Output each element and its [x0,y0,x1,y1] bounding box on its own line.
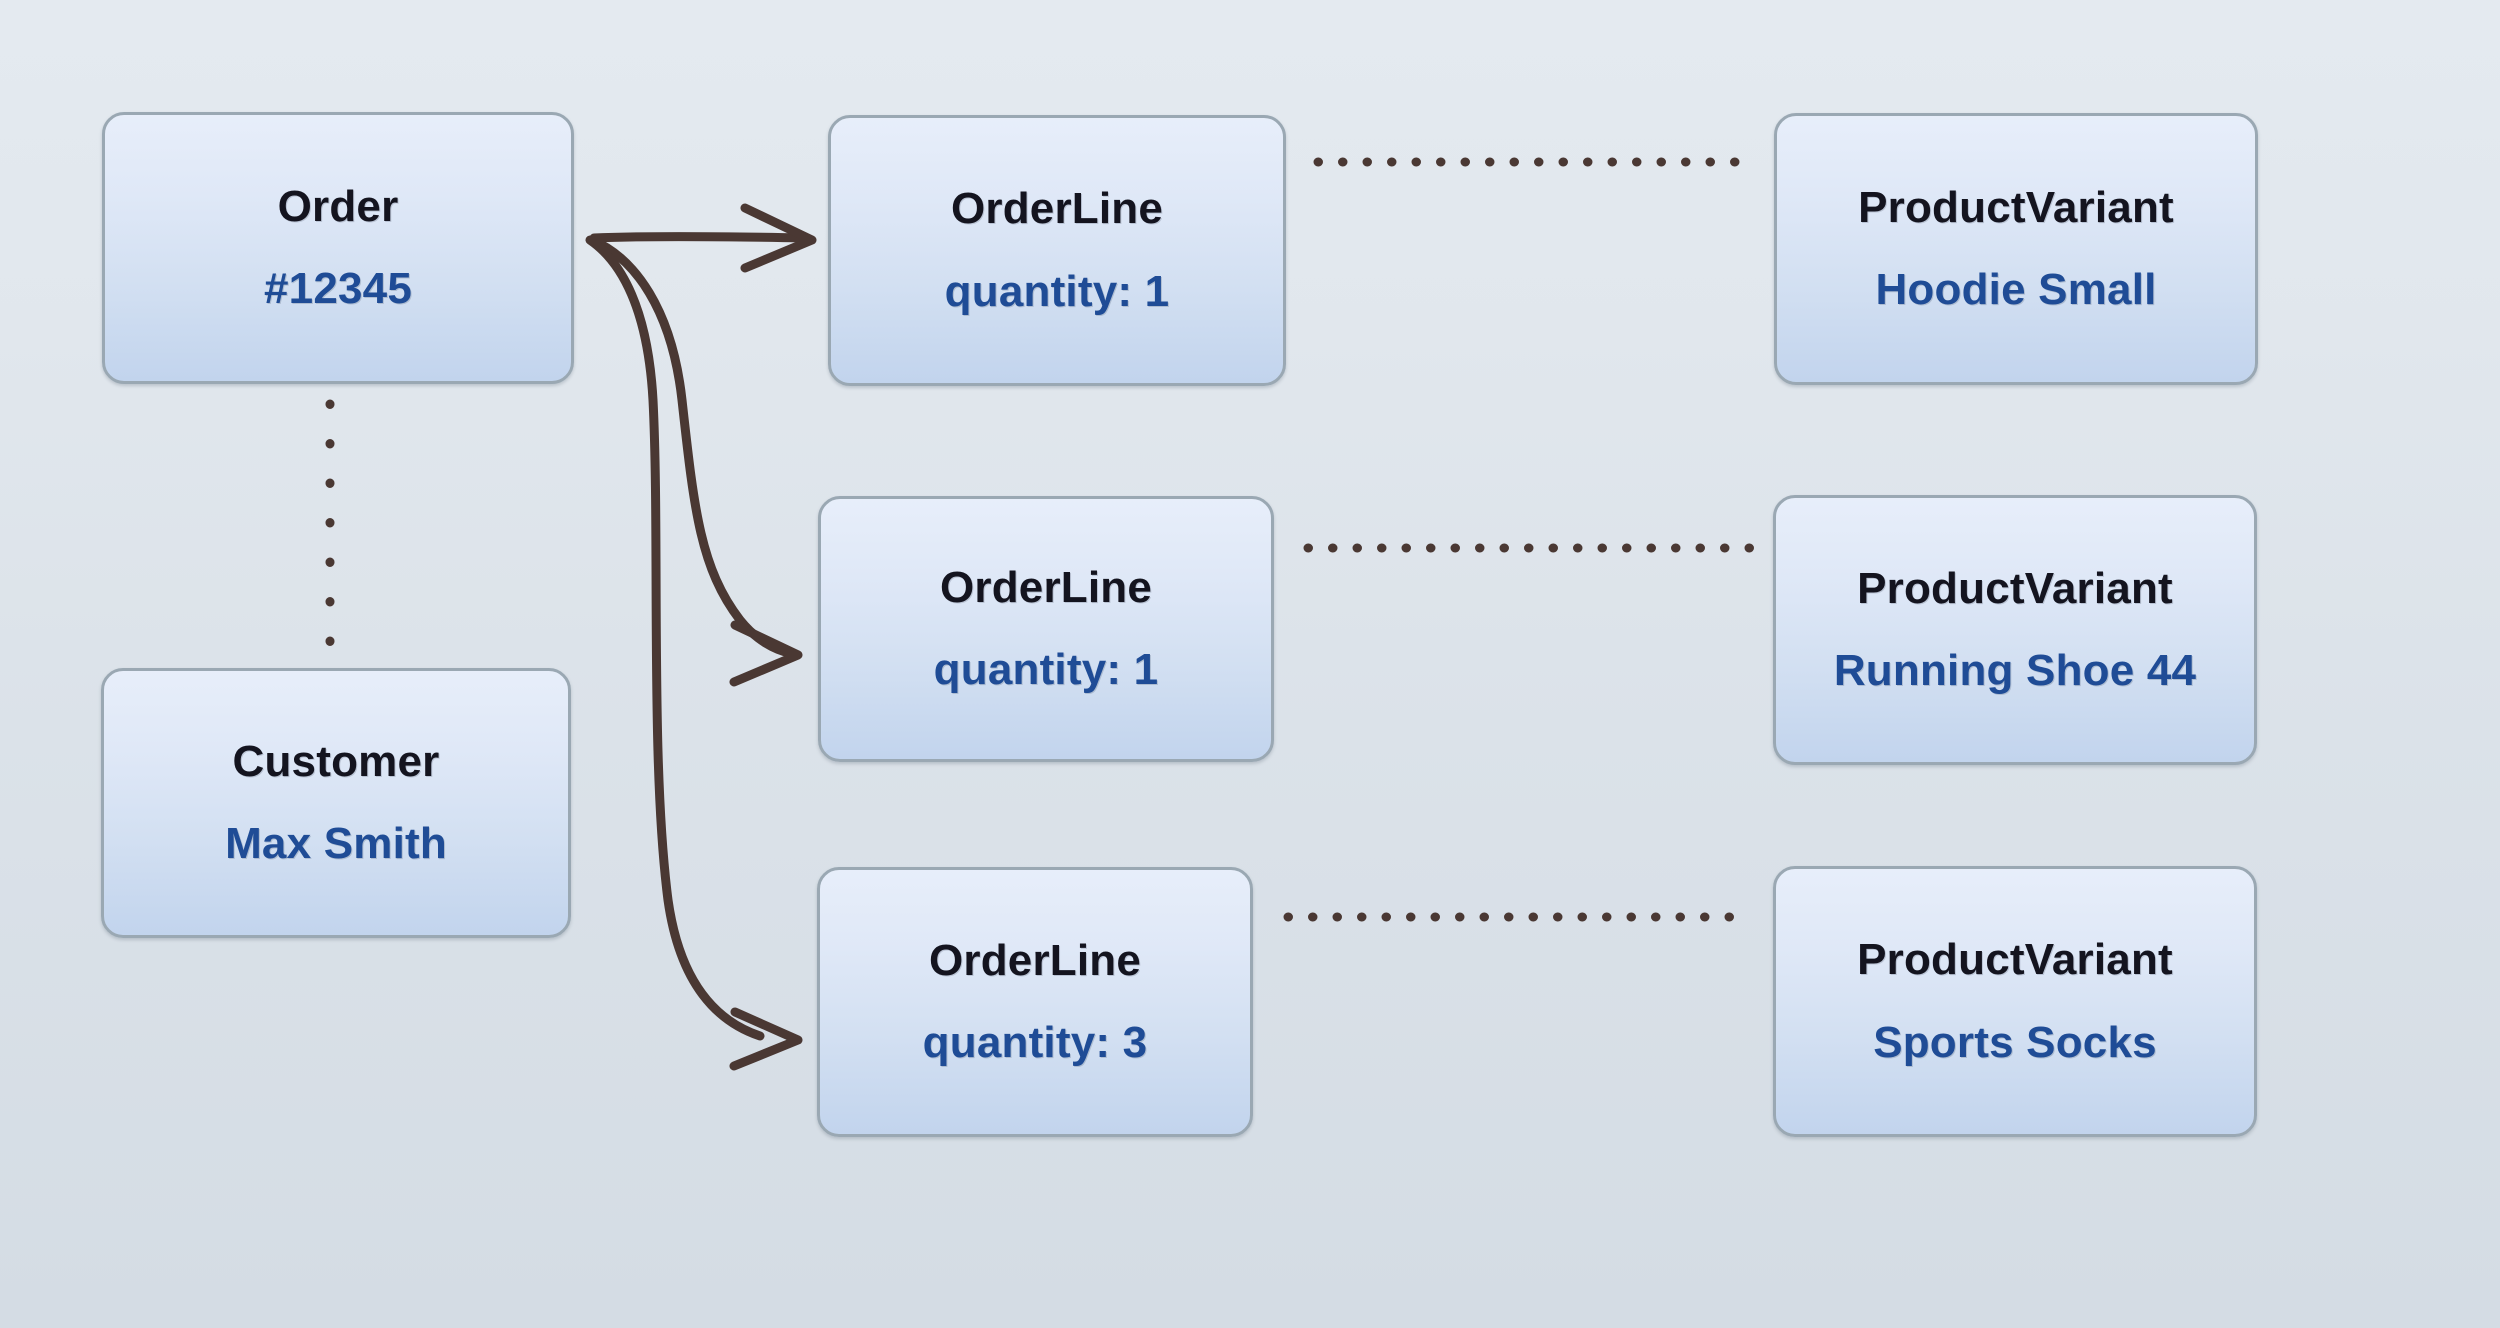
node-order-title: Order [277,181,399,231]
node-orderline-0-title: OrderLine [950,184,1164,234]
node-productvariant-2-title: ProductVariant [1857,935,2173,985]
node-productvariant-1-subtitle: Running Shoe 44 [1833,646,2197,695]
node-productvariant-0[interactable]: ProductVariant Hoodie Small [1774,113,2258,385]
node-order-subtitle: #12345 [263,264,413,313]
node-productvariant-2[interactable]: ProductVariant Sports Socks [1773,866,2257,1137]
node-productvariant-1-title: ProductVariant [1857,563,2173,613]
node-orderline-1-subtitle: quantity: 1 [933,645,1159,694]
node-orderline-0-subtitle: quantity: 1 [944,266,1170,316]
node-customer-subtitle: Max Smith [225,819,447,868]
edge-order-to-orderline-2 [585,235,803,1071]
node-orderline-1-title: OrderLine [939,562,1153,612]
node-productvariant-0-subtitle: Hoodie Small [1875,265,2157,314]
node-productvariant-1[interactable]: ProductVariant Running Shoe 44 [1773,495,2257,765]
edge-order-to-orderline-1 [587,235,803,687]
node-order[interactable]: Order #12345 [102,112,574,384]
node-orderline-2-title: OrderLine [928,935,1142,985]
edge-order-to-orderline-0 [589,203,817,273]
node-productvariant-2-subtitle: Sports Socks [1873,1017,2157,1067]
node-orderline-2[interactable]: OrderLine quantity: 3 [817,867,1253,1137]
node-productvariant-0-title: ProductVariant [1858,182,2174,232]
node-orderline-0[interactable]: OrderLine quantity: 1 [828,115,1286,386]
node-orderline-2-subtitle: quantity: 3 [922,1018,1148,1067]
node-orderline-1[interactable]: OrderLine quantity: 1 [818,496,1274,762]
node-customer-title: Customer [232,736,440,786]
node-customer[interactable]: Customer Max Smith [101,668,571,938]
